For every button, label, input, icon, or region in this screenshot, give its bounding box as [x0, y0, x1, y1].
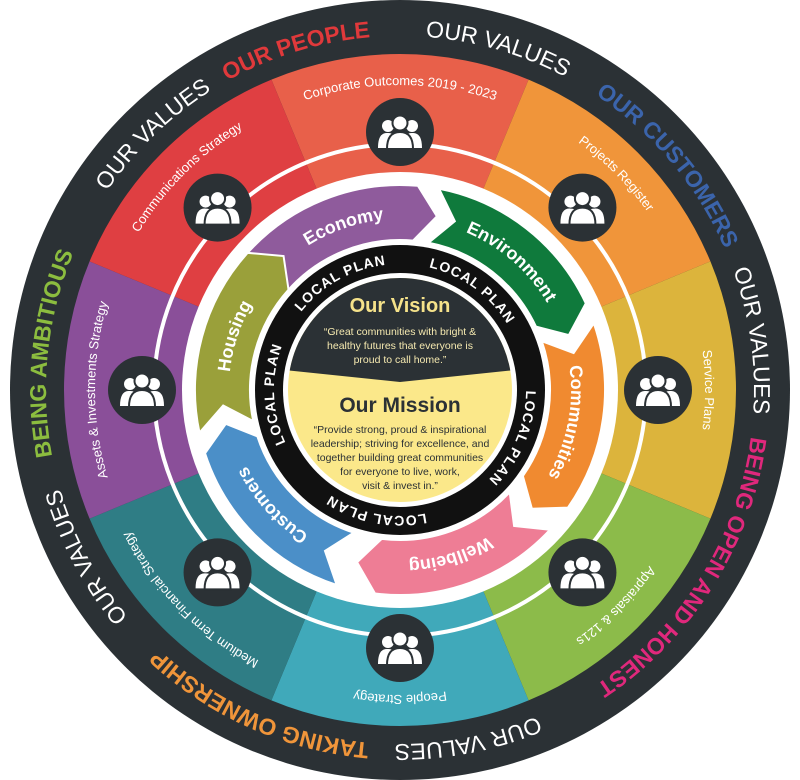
people-icon	[183, 173, 252, 242]
theme-arrow-economy	[243, 184, 439, 294]
theme-arrow-wellbeing	[355, 490, 553, 596]
vision-mission-centre: Our Vision “Great communities with bright…	[288, 278, 512, 502]
mission-title: Our Mission	[339, 394, 460, 417]
mission-text-line: leadership; striving for excellence, and	[311, 438, 490, 450]
vision-panel	[288, 278, 512, 382]
people-icon	[366, 614, 434, 682]
people-icon	[108, 356, 176, 424]
vision-text-line: healthy futures that everyone is	[327, 340, 473, 352]
theme-arrow-communities	[521, 321, 606, 510]
theme-arrow-customers	[203, 422, 356, 587]
vision-title: Our Vision	[350, 295, 451, 317]
people-icon	[183, 538, 252, 607]
theme-arrow-environment	[426, 187, 587, 337]
segment-icons	[108, 98, 692, 682]
vision-text-line: “Great communities with bright &	[324, 326, 476, 338]
mission-text-line: “Provide strong, proud & inspirational	[314, 424, 487, 436]
mission-text-line: visit & invest in.”	[362, 480, 438, 492]
mission-text-line: for everyone to live, work,	[340, 466, 460, 478]
theme-arrow-housing	[194, 251, 290, 435]
people-icon	[366, 98, 434, 166]
vision-text-line: proud to call home.”	[354, 354, 447, 366]
people-icon	[624, 356, 692, 424]
mission-text-line: together building great communities	[317, 452, 483, 464]
segment-label: Service Plans	[699, 349, 717, 431]
people-icon	[548, 173, 617, 242]
people-icon	[548, 538, 617, 607]
